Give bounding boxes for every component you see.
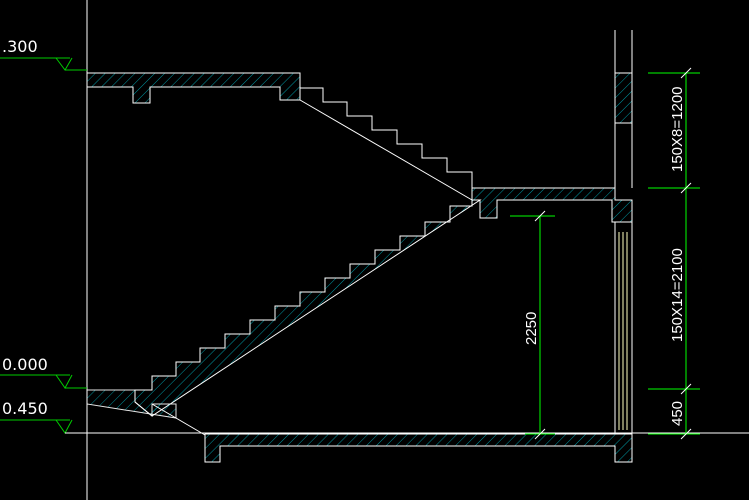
basement-floor-slab (204, 433, 633, 463)
bottom-step-dimension-text: 450 (669, 401, 686, 426)
level-marker-basement (0, 419, 749, 434)
level-label-upper: .300 (2, 37, 38, 56)
upper-flight-steps (300, 87, 473, 188)
level-marker-upper (0, 57, 87, 71)
lower-flight-dimension-text: 150X14=2100 (669, 248, 686, 342)
right-wall-window (618, 232, 628, 430)
upper-flight-dimension-text: 150X8=1200 (669, 86, 686, 172)
lower-flight-soffit (151, 403, 206, 436)
lower-flight-stair (134, 199, 482, 417)
clearance-dimension-text: 2250 (523, 312, 540, 345)
upper-flight-soffit (299, 99, 473, 201)
right-wall (614, 30, 633, 434)
upper-floor-slab (86, 72, 301, 104)
landing-slab (471, 187, 633, 223)
level-label-basement: 0.450 (2, 399, 48, 418)
level-label-ground: 0.000 (2, 355, 48, 374)
clearance-dimension (510, 210, 555, 440)
right-dimension-chain (648, 67, 700, 440)
level-marker-ground (0, 374, 87, 389)
